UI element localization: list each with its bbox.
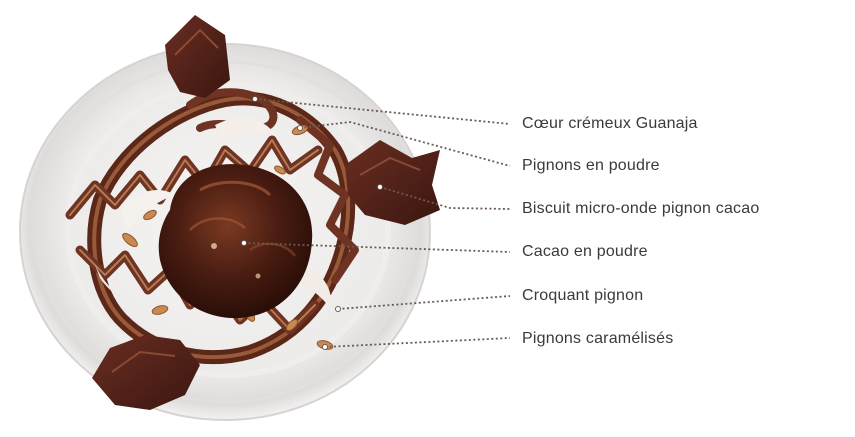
annotation-label-cacao: Cacao en poudre bbox=[522, 242, 648, 262]
annotation-label-pignons-caramelises: Pignons caramélisés bbox=[522, 329, 673, 349]
anchor-dot-2 bbox=[378, 185, 383, 190]
annotation-label-pignons-poudre: Pignons en poudre bbox=[522, 156, 660, 176]
chocolate-dome bbox=[159, 164, 312, 318]
anchor-dot-3 bbox=[242, 241, 247, 246]
anchor-dot-0 bbox=[253, 97, 258, 102]
annotation-label-croquant: Croquant pignon bbox=[522, 286, 643, 306]
annotation-label-creameux: Cœur crémeux Guanaja bbox=[522, 114, 698, 134]
anchor-dot-4 bbox=[336, 307, 341, 312]
anchor-dot-1 bbox=[298, 126, 303, 131]
anchor-dot-5 bbox=[323, 345, 328, 350]
annotation-label-biscuit: Biscuit micro-onde pignon cacao bbox=[522, 199, 759, 219]
